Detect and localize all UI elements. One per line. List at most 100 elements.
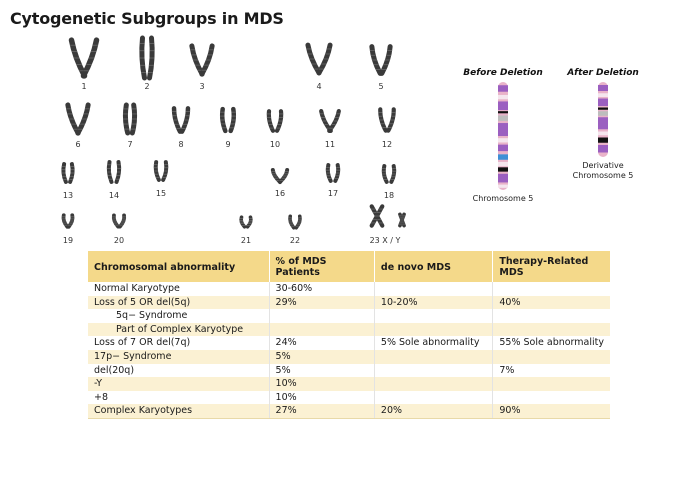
- cell-therapy-related: [492, 282, 610, 296]
- page-title: Cytogenetic Subgroups in MDS: [10, 9, 284, 28]
- table-row: Loss of 5 OR del(5q)29%10-20%40%: [88, 295, 610, 310]
- chromosome-number: 9: [225, 140, 230, 149]
- cell-pct-patients: 29%: [268, 295, 375, 310]
- chromosome-band: [498, 94, 508, 100]
- chromosome-band: [498, 144, 508, 152]
- chromosome-band: [498, 173, 508, 183]
- chromosome-band: [598, 93, 608, 97]
- chromosome-5-before-icon: [498, 82, 508, 190]
- cell-de-novo: 20%: [373, 404, 493, 419]
- cell-de-novo: [373, 349, 493, 364]
- cell-therapy-related: [492, 322, 610, 337]
- chromosome-band: [498, 138, 508, 143]
- chromosome-numbers: 1 2 3 4 5 6 7 8 9 10 11 12 13 14 15 16 1…: [63, 82, 401, 245]
- chromosome-number: 21: [241, 236, 251, 245]
- cell-abnormality: Loss of 5 OR del(5q): [88, 295, 270, 310]
- after-caption-line1: Derivative: [582, 161, 623, 170]
- cell-abnormality: Part of Complex Karyotype: [88, 322, 270, 337]
- cell-abnormality: +8: [88, 390, 270, 405]
- cell-de-novo: 5% Sole abnormality: [373, 336, 493, 350]
- chromosome-band: [598, 131, 608, 136]
- cell-therapy-related: [492, 377, 610, 391]
- cell-de-novo: [373, 282, 493, 296]
- cell-abnormality: 5q− Syndrome: [88, 309, 270, 323]
- chromosome-band: [498, 85, 508, 92]
- chromosome-number: 10: [270, 140, 280, 149]
- chromosome-5-after-icon: [598, 82, 608, 157]
- header-de-novo: de novo MDS: [373, 251, 493, 282]
- chromosome-number: 12: [382, 140, 392, 149]
- chromosome-set: [61, 35, 406, 230]
- chromosome-number: 20: [114, 236, 124, 245]
- table-header-row: Chromosomal abnormality % of MDS Patient…: [88, 251, 610, 282]
- cell-de-novo: 10-20%: [373, 295, 493, 310]
- chromosome-number: 17: [328, 189, 338, 198]
- header-therapy-related: Therapy-Related MDS: [492, 251, 610, 282]
- chromosome-band: [498, 161, 508, 167]
- chromosome-number: 3: [199, 82, 204, 91]
- chromosome-band: [598, 117, 608, 130]
- cell-abnormality: Loss of 7 OR del(7q): [88, 336, 270, 350]
- chromosome-band: [498, 167, 508, 172]
- cell-therapy-related: [492, 309, 610, 323]
- chromosome-number: 7: [127, 140, 132, 149]
- before-deletion-label: Before Deletion: [463, 68, 542, 78]
- chromosome-band: [498, 111, 508, 114]
- chromosome-band: [598, 137, 608, 143]
- chromosome-band: [498, 154, 508, 160]
- chromosome-band: [598, 85, 608, 91]
- chromosome-band: [598, 98, 608, 106]
- mds-abnormality-table: Chromosomal abnormality % of MDS Patient…: [88, 251, 610, 419]
- cell-therapy-related: 90%: [492, 404, 610, 419]
- chromosome-number: 5: [378, 82, 383, 91]
- header-abnormality: Chromosomal abnormality: [88, 251, 270, 282]
- chromosome-number: 8: [178, 140, 183, 149]
- table-row: 5q− Syndrome: [88, 309, 610, 323]
- chromosome-number: 14: [109, 191, 119, 200]
- cell-therapy-related: 40%: [492, 295, 610, 310]
- chromosome-number: 23 X / Y: [370, 236, 401, 245]
- chromosome-number: 6: [75, 140, 80, 149]
- cell-pct-patients: [268, 322, 375, 337]
- cell-abnormality: Normal Karyotype: [88, 282, 270, 296]
- chromosome-number: 22: [290, 236, 300, 245]
- cell-de-novo: [373, 377, 493, 391]
- cell-therapy-related: [492, 349, 610, 364]
- after-deletion-label: After Deletion: [566, 68, 639, 78]
- table-row: Loss of 7 OR del(7q)24%5% Sole abnormali…: [88, 336, 610, 350]
- chromosome-number: 16: [275, 189, 285, 198]
- cell-abnormality: 17p− Syndrome: [88, 349, 270, 364]
- chromosome-number: 2: [144, 82, 149, 91]
- table-row: del(20q)5%7%: [88, 363, 610, 378]
- cell-de-novo: [373, 309, 493, 323]
- cell-pct-patients: 5%: [268, 349, 375, 364]
- cell-abnormality: Complex Karyotypes: [88, 404, 270, 419]
- chromosome-number: 1: [81, 82, 86, 91]
- cell-therapy-related: 7%: [492, 363, 610, 378]
- cell-pct-patients: [268, 309, 375, 323]
- cell-pct-patients: 27%: [268, 404, 375, 419]
- header-pct-patients: % of MDS Patients: [268, 251, 375, 282]
- chromosome-band: [598, 107, 608, 110]
- chromosome-band: [598, 145, 608, 153]
- cell-pct-patients: 5%: [268, 363, 375, 378]
- cell-abnormality: -Y: [88, 377, 270, 391]
- chromosome-band: [498, 184, 508, 188]
- cell-therapy-related: [492, 390, 610, 405]
- cell-pct-patients: 10%: [268, 377, 375, 391]
- cell-pct-patients: 30-60%: [268, 282, 375, 296]
- after-caption-line2: Chromosome 5: [573, 171, 634, 180]
- before-caption: Chromosome 5: [473, 194, 534, 203]
- chromosome-number: 4: [316, 82, 321, 91]
- cell-de-novo: [373, 322, 493, 337]
- chromosome-band: [498, 115, 508, 121]
- cell-pct-patients: 10%: [268, 390, 375, 405]
- chromosome-band: [598, 111, 608, 116]
- chromosome-band: [498, 123, 508, 136]
- cell-therapy-related: 55% Sole abnormality: [492, 336, 610, 350]
